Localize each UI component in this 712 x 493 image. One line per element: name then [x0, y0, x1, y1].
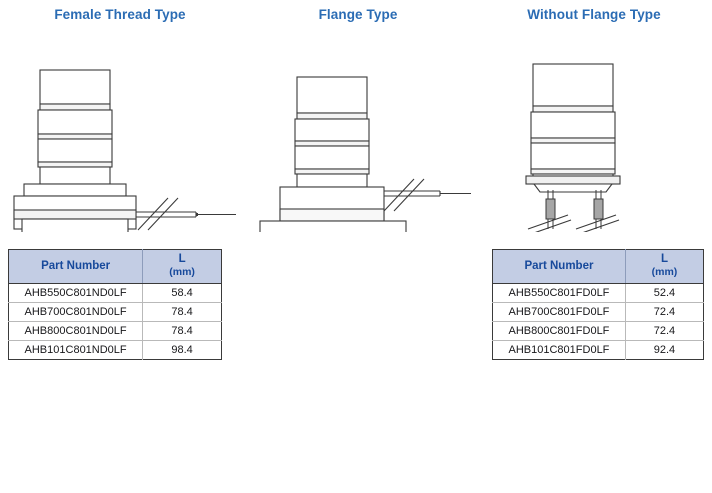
header-length-unit: (mm) [651, 266, 678, 278]
cell-part-number: AHB550C801FD0LF [492, 283, 626, 303]
drawing-flange [242, 27, 474, 232]
table-body-flange: AHB550C801FD0LF 52.4 AHB700C801FD0LF 72.… [492, 283, 704, 360]
cell-length: 78.4 [142, 321, 222, 341]
column-female-thread: Female Thread Type [0, 0, 240, 488]
header-length-unit: (mm) [169, 266, 195, 278]
table-row: AHB101C801ND0LF 98.4 [8, 340, 222, 360]
table-row: AHB800C801ND0LF 78.4 [8, 321, 222, 341]
table-row: AHB550C801ND0LF 58.4 [8, 283, 222, 303]
cell-length: 98.4 [142, 340, 222, 360]
cell-part-number: AHB101C801ND0LF [8, 340, 144, 360]
table-header-row: Part Number L (mm) [492, 249, 704, 284]
cell-length: 58.4 [171, 287, 193, 299]
spec-table-female-thread: Part Number L (mm) AHB550C801ND0LF 58.4 … [8, 249, 222, 360]
header-length-symbol: L [178, 253, 186, 265]
header-part-number: Part Number [492, 249, 626, 284]
cell-length: 72.4 [625, 321, 704, 341]
table-header-row: Part Number L (mm) [8, 249, 222, 284]
column-without-flange: Without Flange Type [476, 0, 712, 488]
column-flange: Flange Type [242, 0, 704, 488]
cell-length: 52.4 [653, 287, 676, 299]
table-wrapper-flange: Part Number L (mm) AHB550C801FD0LF 52.4 … [492, 249, 704, 360]
table-row: AHB700C801ND0LF 78.4 [8, 302, 222, 322]
column-title-without-flange: Without Flange Type [527, 7, 661, 22]
table-row: AHB700C801FD0LF 72.4 [492, 302, 704, 322]
cell-part-number: AHB101C801FD0LF [492, 340, 626, 360]
lead-sleeve [593, 198, 604, 220]
table-row: AHB800C801FD0LF 72.4 [492, 321, 704, 341]
header-length: L (mm) [625, 249, 704, 284]
column-title-flange: Flange Type [318, 7, 398, 22]
table-body-female-thread: AHB550C801ND0LF 58.4 AHB700C801ND0LF 78.… [8, 283, 222, 360]
cell-length: 78.4 [142, 302, 222, 322]
without-flange-sensor-diagram [525, 63, 621, 232]
cell-part-number: AHB800C801FD0LF [492, 321, 626, 341]
flange-sensor-diagram [259, 76, 471, 232]
cell-part-number: AHB700C801ND0LF [8, 302, 144, 322]
header-part-number: Part Number [8, 249, 144, 284]
header-length: L (mm) [142, 249, 222, 284]
cell-length: 72.4 [625, 302, 704, 322]
lead-sleeve [545, 198, 556, 220]
drawing-female-thread [0, 27, 240, 232]
table-wrapper-female-thread: Part Number L (mm) AHB550C801ND0LF 58.4 … [8, 249, 222, 360]
column-title-female-thread: Female Thread Type [54, 7, 186, 22]
cell-part-number: AHB550C801ND0LF [8, 283, 144, 303]
cell-part-number: AHB700C801FD0LF [492, 302, 626, 322]
spec-table-flange: Part Number L (mm) AHB550C801FD0LF 52.4 … [492, 249, 704, 360]
drawing-without-flange [476, 27, 712, 232]
table-row: AHB550C801FD0LF 52.4 [492, 283, 704, 303]
cell-part-number: AHB800C801ND0LF [8, 321, 144, 341]
table-row: AHB101C801FD0LF 92.4 [492, 340, 704, 360]
female-thread-sensor-diagram [13, 69, 236, 232]
cell-length: 92.4 [625, 340, 704, 360]
header-length-symbol: L [660, 253, 668, 265]
